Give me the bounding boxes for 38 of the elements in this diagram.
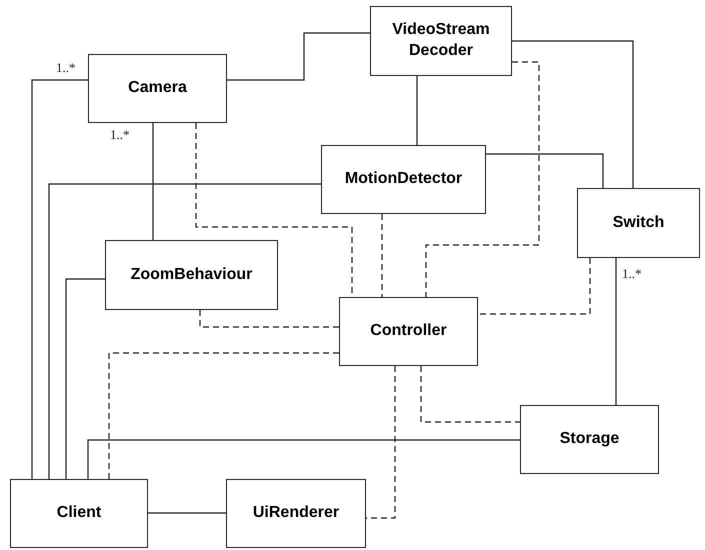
class-box <box>370 6 512 76</box>
multiplicity-label: 1..* <box>56 60 76 76</box>
class-box <box>105 240 278 310</box>
class-box <box>520 405 659 474</box>
association-line <box>381 214 383 297</box>
class-box <box>88 54 227 123</box>
class-box <box>577 188 700 258</box>
association-line <box>478 258 591 315</box>
class-name: VideoStream Decoder <box>391 20 491 61</box>
class-box <box>321 145 486 214</box>
class-name: ZoomBehaviour <box>130 264 252 285</box>
class-box <box>226 479 366 548</box>
association-line <box>416 76 418 145</box>
association-line <box>65 278 105 479</box>
association-line <box>148 512 226 514</box>
multiplicity-label: 1..* <box>110 127 130 143</box>
association-line <box>152 123 154 240</box>
class-name: Client <box>56 503 102 524</box>
multiplicity-label: 1..* <box>622 266 642 282</box>
association-line <box>425 61 540 297</box>
association-line <box>108 352 339 479</box>
association-line <box>31 79 88 479</box>
class-box <box>10 479 148 548</box>
association-line <box>199 310 339 328</box>
class-name: MotionDetector <box>344 169 462 190</box>
class-name: Camera <box>128 78 187 98</box>
association-line <box>615 258 617 405</box>
class-name: Switch <box>612 212 664 233</box>
association-line <box>486 153 604 188</box>
association-line <box>512 40 634 188</box>
association-line <box>87 439 520 479</box>
class-box <box>339 297 478 366</box>
association-line <box>227 32 370 81</box>
class-name: Storage <box>560 429 620 450</box>
class-name: Controller <box>370 321 447 342</box>
association-line <box>48 183 321 479</box>
class-name: UiRenderer <box>252 503 340 524</box>
association-line <box>420 366 520 423</box>
